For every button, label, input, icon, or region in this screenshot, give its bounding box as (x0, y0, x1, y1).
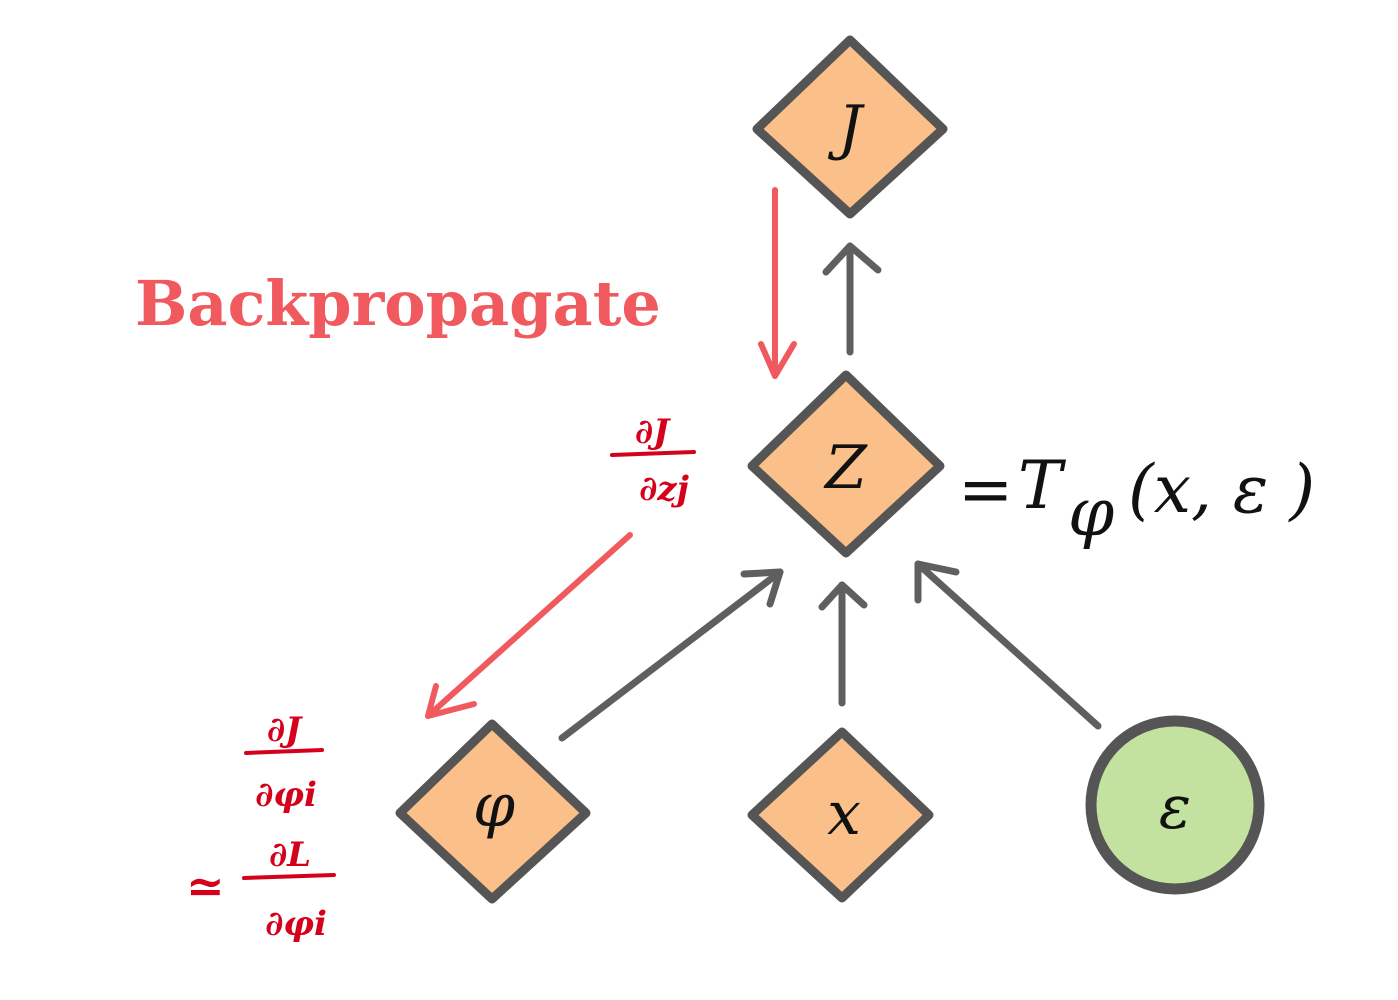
phi-node: φ (395, 719, 591, 904)
backpropagate-title: Backpropagate (135, 267, 661, 340)
gradient-dJ-dphi-denominator: ∂φi (255, 775, 317, 815)
approx-symbol: ≃ (186, 859, 225, 913)
gradient-dJ-dz-denominator: ∂zj (639, 469, 689, 509)
z-diamond (747, 370, 945, 558)
objective-node: J (752, 35, 948, 219)
epsilon-circle (1085, 715, 1265, 895)
arrow-phi-to-z (558, 568, 784, 742)
epsilon-label: ε (1159, 773, 1191, 843)
phi-diamond (395, 719, 591, 904)
gradient-dL-dphi-denominator: ∂φi (265, 904, 327, 944)
gradient-dJ-dz-numerator: ∂J (635, 412, 671, 452)
arrow-backprop-z-to-phi (425, 532, 633, 719)
z-label: Z (823, 433, 868, 503)
arrow-backprop-objective-to-z (758, 187, 797, 379)
gradient-dL-dphi-numerator: ∂L (269, 835, 311, 875)
gradient-dL-dphi-bar (242, 873, 336, 880)
gradient-dJ-dz-bar (610, 450, 696, 457)
reparameterization-formula: = T φ (x, ε ) (958, 447, 1315, 551)
formula-transform-subscript: φ (1068, 474, 1114, 551)
gradient-dJ-dz: ∂J ∂zj (610, 412, 696, 509)
arrow-z-to-objective (822, 242, 882, 356)
gradient-dL-dphi: ≃ ∂L ∂φi (186, 835, 336, 944)
formula-arguments: (x, ε ) (1128, 451, 1315, 528)
gradient-dJ-dphi: ∂J ∂φi (244, 710, 324, 815)
x-diamond (747, 727, 934, 903)
objective-diamond (752, 35, 948, 219)
gradient-dJ-dphi-bar (244, 748, 324, 755)
formula-transform: T (1018, 447, 1067, 524)
z-node: Z (747, 370, 945, 558)
x-node: x (747, 727, 934, 903)
arrow-epsilon-to-z (914, 560, 1102, 730)
gradient-dJ-dphi-numerator: ∂J (267, 710, 303, 750)
epsilon-node: ε (1085, 715, 1265, 895)
x-label: x (827, 779, 861, 849)
phi-label: φ (473, 771, 515, 841)
formula-equals: = (958, 451, 1013, 528)
backward-arrows (425, 187, 797, 719)
forward-arrows (558, 242, 1102, 742)
arrow-x-to-z (818, 581, 868, 707)
